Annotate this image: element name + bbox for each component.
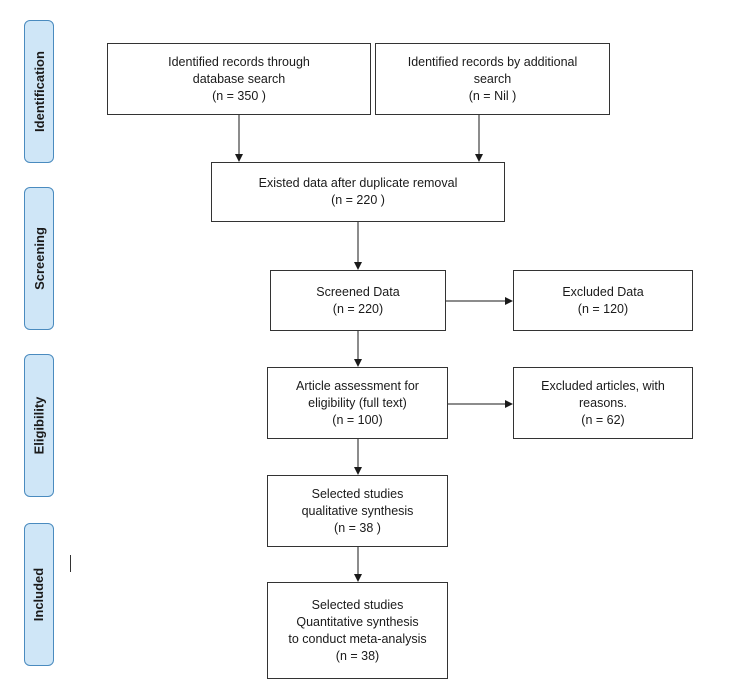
box-duplicate-removal: Existed data after duplicate removal (n … <box>211 162 505 222</box>
box-qualitative-synthesis: Selected studies qualitative synthesis (… <box>267 475 448 547</box>
box-excluded-data: Excluded Data (n = 120) <box>513 270 693 331</box>
box-screened-data: Screened Data (n = 220) <box>270 270 446 331</box>
box-excluded-articles: Excluded articles, with reasons. (n = 62… <box>513 367 693 439</box>
box-database-search: Identified records through database sear… <box>107 43 371 115</box>
stage-eligibility: Eligibility <box>24 354 54 497</box>
stage-screening: Screening <box>24 187 54 330</box>
stage-included: Included <box>24 523 54 666</box>
stray-mark <box>70 555 71 572</box>
box-additional-search: Identified records by additional search … <box>375 43 610 115</box>
box-article-assessment: Article assessment for eligibility (full… <box>267 367 448 439</box>
box-quantitative-synthesis: Selected studies Quantitative synthesis … <box>267 582 448 679</box>
stage-identification: Identification <box>24 20 54 163</box>
